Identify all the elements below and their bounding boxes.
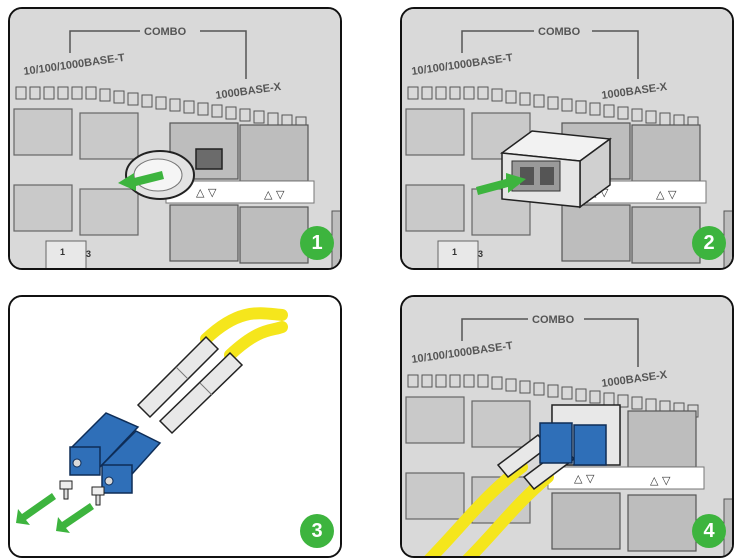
sfp-module-icon	[502, 131, 610, 207]
combo-label: COMBO	[538, 26, 581, 38]
combo-label: COMBO	[532, 314, 575, 326]
combo-label: COMBO	[144, 26, 187, 38]
step-3-badge: 3	[300, 514, 334, 548]
tri-marks: △ ▽	[264, 188, 285, 201]
tri-marks: △ ▽	[574, 472, 595, 485]
step-1-badge: 1	[300, 226, 334, 260]
step2-panel: COMBO 10/100/1000BASE-T 1000BASE-X △ ▽ △…	[400, 7, 734, 270]
switch-front-illustration: COMBO 10/100/1000BASE-T 1000BASE-X △ ▽ △…	[402, 297, 734, 558]
port-number: 1	[60, 247, 65, 257]
port-number: 3	[478, 249, 483, 259]
step4-panel: COMBO 10/100/1000BASE-T 1000BASE-X △ ▽ △…	[400, 295, 734, 558]
port-number: 3	[86, 249, 91, 259]
switch-front-illustration: COMBO 10/100/1000BASE-T 1000BASE-X △ ▽ △…	[10, 9, 342, 270]
tri-marks: △ ▽	[656, 188, 677, 201]
tri-marks: △ ▽	[650, 474, 671, 487]
tri-marks: △ ▽	[196, 186, 217, 199]
switch-front-illustration: COMBO 10/100/1000BASE-T 1000BASE-X △ ▽ △…	[402, 9, 734, 270]
step-4-badge: 4	[692, 514, 726, 548]
step1-panel: COMBO 10/100/1000BASE-T 1000BASE-X △ ▽ △…	[8, 7, 342, 270]
fiber-connector-illustration	[10, 297, 342, 558]
step3-panel: 3	[8, 295, 342, 558]
step-2-badge: 2	[692, 226, 726, 260]
port-number: 1	[452, 247, 457, 257]
